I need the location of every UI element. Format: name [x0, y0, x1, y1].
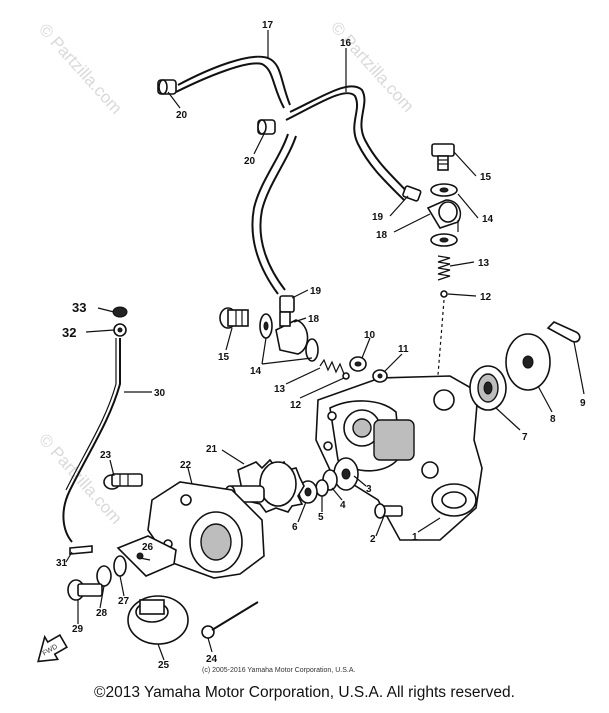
callout-12-lower: 12 [290, 400, 302, 411]
callout-19-upper: 19 [372, 212, 384, 223]
callout-3: 3 [366, 484, 372, 495]
screw-23 [103, 473, 143, 490]
copper-washer-14-upper [430, 183, 458, 197]
callout-19-lower: 19 [310, 286, 322, 297]
callout-20-lower: 20 [244, 156, 256, 167]
washer-11 [372, 369, 388, 383]
oil-hose-lower [251, 133, 297, 295]
callout-8: 8 [550, 414, 556, 425]
callout-13-lower: 13 [274, 384, 286, 395]
spring-13-lower [319, 358, 345, 375]
callout-12-upper: 12 [480, 292, 492, 303]
pulley-25 [127, 595, 189, 645]
cotter-pin-9 [546, 321, 581, 343]
callout-33: 33 [72, 300, 86, 315]
spring-13-upper [437, 255, 451, 281]
pump-cover-22 [147, 481, 265, 579]
callout-18-lower: 18 [308, 314, 320, 325]
callout-21: 21 [206, 444, 218, 455]
callout-30: 30 [154, 388, 166, 399]
nut-33 [112, 306, 128, 318]
oil-hose-17 [175, 55, 291, 109]
nut-32 [113, 323, 127, 337]
forward-arrow-icon: FWD [37, 633, 68, 663]
callout-31: 31 [56, 558, 68, 569]
callout-5: 5 [318, 512, 324, 523]
plug-10 [349, 356, 367, 372]
banjo-fitting-18-lower [275, 311, 309, 355]
washer-5 [315, 479, 329, 497]
screw-24 [201, 601, 259, 639]
copper-washer-14-lower-b [305, 338, 319, 362]
callout-18-upper: 18 [376, 230, 388, 241]
control-rod-30 [62, 338, 121, 543]
callout-25: 25 [158, 660, 170, 671]
clip-31 [69, 545, 93, 555]
thrust-washer-3 [333, 457, 359, 491]
callout-13-upper: 13 [478, 258, 490, 269]
callout-15-upper: 15 [480, 172, 492, 183]
callout-11: 11 [398, 344, 409, 355]
diagram-inner-copyright: (c) 2005-2016 Yamaha Motor Corporation, … [202, 667, 355, 674]
callout-2: 2 [370, 534, 376, 545]
ball-12-lower [342, 372, 350, 380]
oil-pump-body [315, 375, 483, 541]
hose-clamp-20-upper [157, 79, 177, 95]
screw-29 [67, 579, 103, 601]
callout-9: 9 [580, 398, 586, 409]
pump-drive-gear-21 [224, 458, 305, 513]
callout-32: 32 [62, 325, 76, 340]
callout-22: 22 [180, 460, 192, 471]
callout-labels: 17 16 20 20 15 14 19 18 13 12 33 32 19 1… [56, 20, 586, 671]
copyright-footer: ©2013 Yamaha Motor Corporation, U.S.A. A… [94, 684, 515, 701]
leader-lines [65, 30, 585, 661]
callout-29: 29 [72, 624, 84, 635]
callout-20-upper: 20 [176, 110, 188, 121]
ball-12-upper [440, 290, 448, 298]
watermark-top-right: © Partzilla.com [327, 18, 418, 116]
callout-28: 28 [96, 608, 108, 619]
callout-24: 24 [206, 654, 218, 665]
clip-19-lower [279, 295, 295, 313]
adjuster-plate-26 [116, 535, 177, 577]
copper-washer-14-upper-b [430, 233, 458, 247]
callout-4: 4 [340, 500, 346, 511]
union-bolt-15-upper [431, 143, 455, 171]
hose-clamp-20-lower [257, 119, 276, 135]
copper-washer-14-lower [259, 313, 273, 339]
callout-23: 23 [100, 450, 112, 461]
callout-7: 7 [522, 432, 528, 443]
callout-27: 27 [118, 596, 130, 607]
callout-14-lower: 14 [250, 366, 262, 377]
callout-17: 17 [262, 20, 274, 31]
drive-gear-8 [505, 333, 551, 391]
oil-seal-7 [469, 365, 507, 411]
watermark-top-left: © Partzilla.com [35, 20, 126, 118]
callout-1: 1 [412, 532, 418, 543]
washer-27 [113, 555, 127, 577]
dashed-axis-upper [437, 299, 445, 376]
oil-hose-16 [285, 85, 411, 201]
callout-15-lower: 15 [218, 352, 230, 363]
washer-28 [96, 565, 112, 587]
callout-16: 16 [340, 38, 352, 49]
union-bolt-15-lower [219, 307, 249, 329]
callout-6: 6 [292, 522, 298, 533]
callout-14-upper: 14 [482, 214, 494, 225]
callout-26: 26 [142, 542, 154, 553]
banjo-fitting-18-upper [426, 199, 462, 229]
screw-2 [374, 503, 403, 519]
callout-10: 10 [364, 330, 376, 341]
